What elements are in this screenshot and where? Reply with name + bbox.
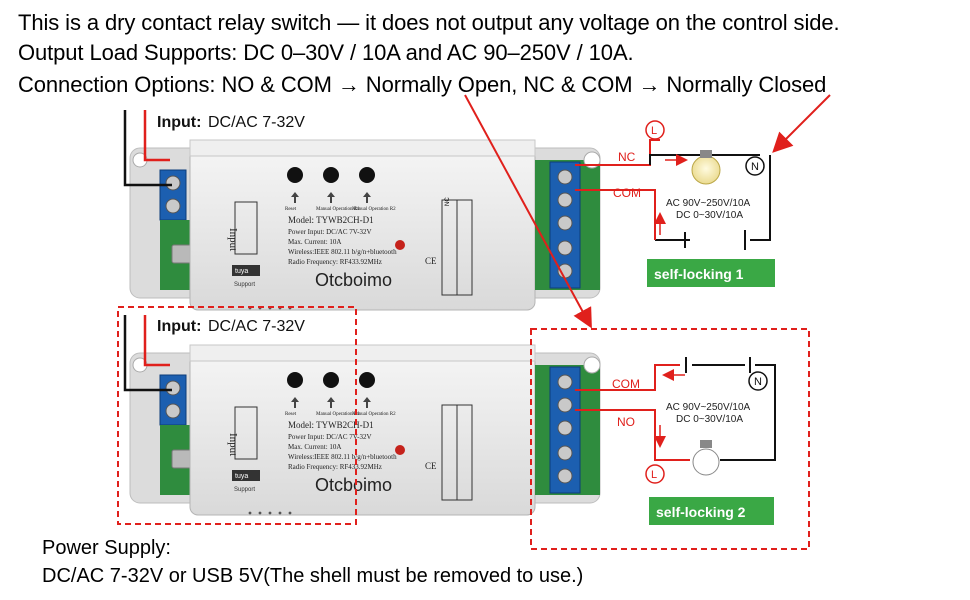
neutral-icon-2	[748, 371, 768, 391]
footer-line-1: Power Supply:	[42, 537, 171, 559]
footer-line-2: DC/AC 7-32V or USB 5V(The shell must be …	[42, 565, 584, 587]
bulb-lit-icon	[691, 155, 721, 185]
button-label-r2-2: Manual Operation R2	[352, 412, 396, 417]
spec-1-line2: DC 0~30V/10A	[676, 210, 743, 221]
input-highlight-box	[117, 306, 357, 525]
input-label-rest-2: DC/AC 7-32V	[208, 318, 305, 335]
button-label-r1-2: Manual Operation R1	[316, 412, 360, 417]
input-leads-1: Input: DC/AC 7-32V	[123, 110, 305, 187]
no-label: NO	[617, 415, 635, 429]
model-text-2: Model: TYWB2CH-D1	[288, 420, 374, 430]
brand-text: Otcboimo	[315, 270, 392, 290]
support-label: Support	[234, 282, 255, 288]
input-vertical-label-2: Input	[227, 433, 239, 456]
wireless-text-2: Wireless:IEEE 802.11 b/g/n+bluetooth	[288, 453, 397, 461]
badge-self-locking-2	[649, 497, 774, 525]
tuya-label-2: tuya	[235, 473, 248, 480]
badge-text-1: self-locking 1	[654, 266, 744, 282]
button-label-reset: Reset	[285, 207, 297, 212]
input-label-rest-1: DC/AC 7-32V	[208, 114, 305, 131]
circuit-nc: NC COM L N AC 90V~250V/10A DC 0~30V/10A …	[575, 120, 775, 287]
n-symbol-1: N	[751, 161, 759, 173]
pointer-arrow-nc	[772, 94, 831, 153]
no-highlight-box	[530, 328, 810, 550]
radio-text: Radio Frequency: RF433.92MHz	[288, 258, 382, 266]
ce-mark-2: CE	[425, 461, 437, 471]
com-label-1: COM	[613, 186, 641, 200]
live-icon-1	[645, 120, 665, 140]
spec-2-line1: AC 90V~250V/10A	[666, 402, 751, 413]
button-label-r1: Manual Operation R1	[316, 207, 360, 212]
relay-device-1: Input tuya Support Reset Manual Operatio…	[129, 139, 601, 311]
pointer-arrow-no	[464, 94, 592, 329]
l-symbol-1: L	[651, 125, 657, 137]
power-input-text-2: Power Input: DC/AC 7V-32V	[288, 433, 372, 441]
bulb-off-icon	[692, 448, 720, 476]
input-leads-2: Input: DC/AC 7-32V	[123, 315, 305, 392]
wireless-text: Wireless:IEEE 802.11 b/g/n+bluetooth	[288, 248, 397, 256]
power-input-text: Power Input: DC/AC 7V-32V	[288, 228, 372, 236]
button-label-r2: Manual Operation R2	[352, 207, 396, 212]
brand-text-2: Otcboimo	[315, 475, 392, 495]
com-label-2: COM	[612, 377, 640, 391]
model-text: Model: TYWB2CH-D1	[288, 215, 374, 225]
input-label-bold-2: Input:	[157, 318, 201, 335]
n-symbol-2: N	[754, 376, 762, 388]
spec-1-line1: AC 90V~250V/10A	[666, 198, 751, 209]
term-label-nc: NC	[445, 197, 451, 206]
support-label-2: Support	[234, 487, 255, 493]
max-current-text: Max. Current: 10A	[288, 238, 341, 246]
neutral-icon-1	[745, 156, 765, 176]
input-vertical-label: Input	[227, 228, 239, 251]
button-label-reset-2: Reset	[285, 412, 297, 417]
badge-text-2: self-locking 2	[656, 504, 746, 520]
input-label-bold-1: Input:	[157, 114, 201, 131]
radio-text-2: Radio Frequency: RF433.92MHz	[288, 463, 382, 471]
l-symbol-2: L	[651, 469, 657, 481]
tuya-label: tuya	[235, 268, 248, 275]
max-current-text-2: Max. Current: 10A	[288, 443, 341, 451]
spec-2-line2: DC 0~30V/10A	[676, 414, 743, 425]
circuit-no: COM NO L N AC 90V~250V/10A DC 0~30V/10A …	[575, 357, 776, 525]
badge-self-locking-1	[647, 259, 775, 287]
header-line-1: This is a dry contact relay switch — it …	[18, 10, 840, 35]
live-icon-2	[645, 464, 665, 484]
ce-mark: CE	[425, 256, 437, 266]
header-line-3: Connection Options: NO & COM → Normally …	[18, 72, 827, 97]
header-line-2: Output Load Supports: DC 0–30V / 10A and…	[18, 40, 634, 65]
relay-device-2: Input tuya Support Reset Manual Operatio…	[129, 344, 601, 516]
nc-label: NC	[618, 150, 636, 164]
